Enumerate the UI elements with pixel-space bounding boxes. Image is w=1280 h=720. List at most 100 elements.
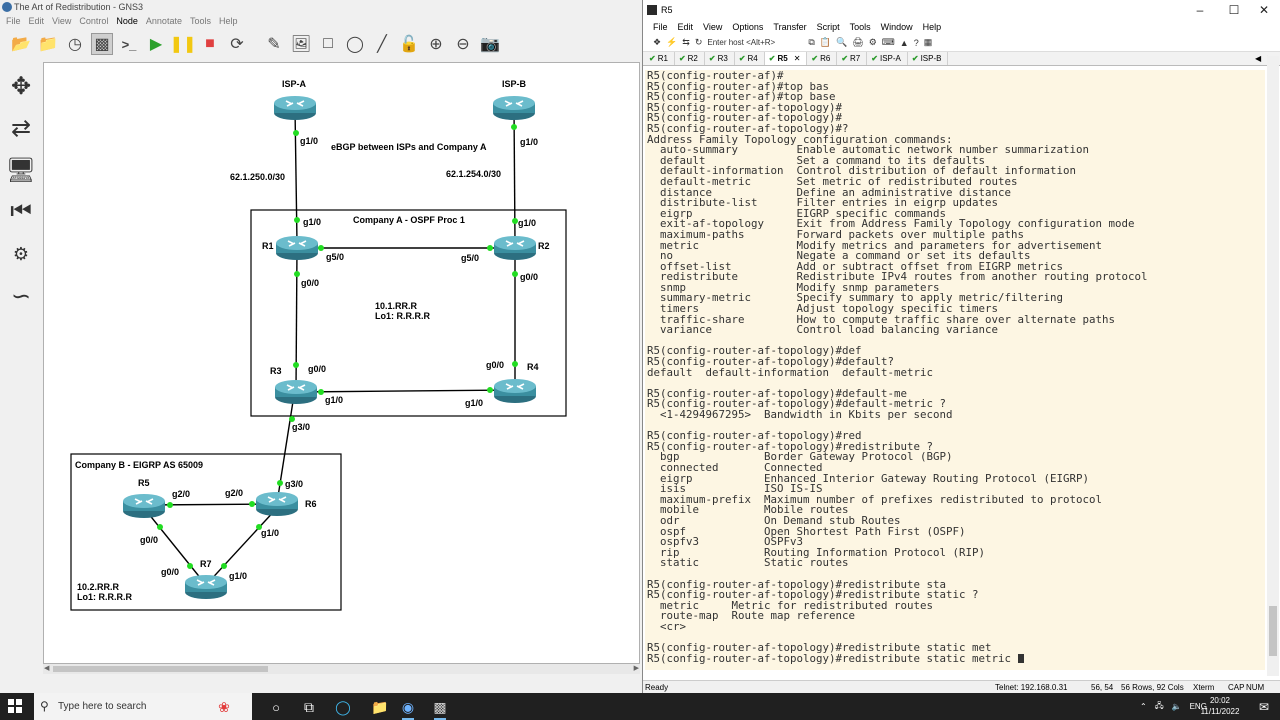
keymap-icon[interactable]: ⌨	[881, 37, 895, 47]
show-interfaces-icon[interactable]: ▩	[91, 33, 113, 55]
lock-icon[interactable]: 🔓	[399, 36, 419, 53]
canvas-scroll-thumb[interactable]	[53, 666, 268, 672]
link-r3-r4[interactable]	[295, 389, 516, 393]
sftp-icon[interactable]: ▲	[899, 37, 909, 48]
gns3-menu-help[interactable]: Help	[218, 16, 238, 26]
edge-browser-icon[interactable]: ◯	[335, 698, 351, 715]
browse-end-devices-icon[interactable]: 🖥	[5, 156, 37, 184]
open-project-icon[interactable]: 📂	[11, 36, 31, 53]
terminal-screen[interactable]: R5(config-router-af)#R5(config-router-af…	[645, 70, 1265, 670]
add-note-icon[interactable]: ✎	[267, 36, 281, 53]
terminal-vertical-scrollbar[interactable]	[1267, 56, 1279, 676]
router-r6-icon[interactable]	[255, 491, 299, 517]
tab-r5[interactable]: ✔R5✕	[764, 52, 808, 65]
note-company-a-addressing[interactable]: 10.1.RR.R Lo1: R.R.R.R	[375, 301, 430, 321]
quick-connect-icon[interactable]: ⚡	[666, 37, 678, 47]
gns3-menu-annotate[interactable]: Annotate	[145, 16, 182, 26]
note-ebgp[interactable]: eBGP between ISPs and Company A	[331, 142, 487, 152]
link-r5-r7[interactable]	[143, 507, 207, 586]
reload-all-icon[interactable]: ⟳	[230, 36, 244, 53]
volume-icon[interactable]: 🔈	[1171, 702, 1182, 711]
network-icon[interactable]: 🖧	[1154, 700, 1164, 710]
tab-r1[interactable]: ✔R1	[645, 52, 675, 65]
scroll-right-icon[interactable]: ▶	[633, 665, 639, 672]
print-icon[interactable]: 🖨	[852, 37, 864, 47]
tab-r3[interactable]: ✔R3	[705, 52, 735, 65]
gns3-taskbar-icon[interactable]: ◉	[398, 697, 418, 720]
taskbar-clock[interactable]: 20:02 11/11/2022	[1193, 695, 1247, 717]
suspend-all-icon[interactable]: ❚❚	[169, 36, 197, 53]
console-icon[interactable]: >_	[121, 36, 137, 52]
term-menu-view[interactable]: View	[703, 22, 723, 32]
tab-isp-b[interactable]: ✔ISP-B	[908, 52, 949, 65]
windows-start-icon[interactable]	[8, 699, 22, 713]
search-highlight-icon[interactable]: ❀	[218, 698, 230, 715]
scroll-left-icon[interactable]: ◀	[44, 665, 50, 672]
browse-switches-icon[interactable]: ⇄	[10, 114, 32, 142]
gns3-menu-tools[interactable]: Tools	[189, 16, 211, 26]
folder-icon[interactable]: 📁	[38, 36, 58, 53]
gns3-menu-control[interactable]: Control	[79, 16, 109, 26]
find-icon[interactable]: 🔍	[836, 37, 848, 47]
browse-all-devices-icon[interactable]: ⚙	[12, 243, 30, 264]
tab-r4[interactable]: ✔R4	[735, 52, 765, 65]
zoom-in-icon[interactable]: ⊕	[429, 36, 443, 53]
router-r1-icon[interactable]	[275, 235, 319, 261]
term-menu-options[interactable]: Options	[732, 22, 764, 32]
stop-all-icon[interactable]: ■	[205, 35, 215, 52]
router-r2-icon[interactable]	[493, 235, 537, 261]
file-explorer-icon[interactable]: 📁	[371, 698, 389, 715]
settings-gear-icon[interactable]: ⚙	[868, 37, 877, 47]
term-menu-help[interactable]: Help	[922, 22, 942, 32]
browse-routers-icon[interactable]: ✥	[10, 72, 32, 100]
tab-r2[interactable]: ✔R2	[675, 52, 705, 65]
router-r3-icon[interactable]	[274, 379, 318, 405]
note-net-isp-a[interactable]: 62.1.250.0/30	[230, 172, 286, 182]
draw-ellipse-icon[interactable]: ◯	[346, 36, 364, 53]
note-company-b-addressing[interactable]: 10.2.RR.R Lo1: R.R.R.R	[77, 582, 132, 602]
snapshot-clock-icon[interactable]: ◷	[68, 36, 82, 53]
browse-security-icon[interactable]: ⏮	[10, 198, 32, 225]
note-company-b[interactable]: Company B - EIGRP AS 65009	[75, 460, 204, 470]
canvas-horizontal-scrollbar[interactable]: ◀ ▶	[43, 664, 640, 674]
draw-rectangle-icon[interactable]: □	[323, 35, 333, 52]
router-isp-a-icon[interactable]	[273, 95, 317, 121]
minimize-icon[interactable]: –	[1196, 3, 1204, 17]
gns3-menu-file[interactable]: File	[6, 16, 21, 26]
term-menu-window[interactable]: Window	[880, 22, 913, 32]
term-menu-file[interactable]: File	[653, 22, 668, 32]
topology-canvas[interactable]: ISP-A ISP-B R1 R2 R3 R4 R5 R6 R7 g1/0 g1…	[43, 62, 640, 664]
securecrt-taskbar-icon[interactable]: ▩	[430, 697, 450, 720]
language-indicator[interactable]: ENG	[1189, 702, 1207, 711]
tab-scroll-left-icon[interactable]: ◀	[1255, 54, 1262, 63]
add-link-icon[interactable]: ∽	[10, 282, 32, 310]
link-r1-r3[interactable]	[295, 247, 298, 391]
tab-r6[interactable]: ✔R6	[807, 52, 838, 65]
close-icon[interactable]: ✕	[1258, 3, 1270, 17]
tray-overflow-icon[interactable]: ⌃	[1140, 702, 1147, 711]
paste-icon[interactable]: 📋	[819, 37, 832, 47]
router-r4-icon[interactable]	[493, 378, 537, 404]
disconnect-icon[interactable]: ↻	[694, 37, 703, 47]
gns3-menu-node[interactable]: Node	[116, 16, 138, 26]
tab-r7[interactable]: ✔R7	[837, 52, 868, 65]
tab-close-icon[interactable]: ✕	[793, 54, 801, 63]
gns3-menu-edit[interactable]: Edit	[28, 16, 45, 26]
insert-image-icon[interactable]: 🖼	[290, 36, 312, 53]
terminal-scroll-thumb[interactable]	[1269, 606, 1277, 656]
term-menu-tools[interactable]: Tools	[849, 22, 871, 32]
help-icon[interactable]: ?	[913, 37, 919, 48]
tab-isp-a[interactable]: ✔ISP-A	[867, 52, 908, 65]
cortana-icon[interactable]: ○	[272, 699, 280, 715]
term-menu-edit[interactable]: Edit	[677, 22, 694, 32]
maximize-icon[interactable]: ☐	[1228, 3, 1240, 17]
notifications-icon[interactable]: ✉	[1258, 700, 1270, 714]
router-r7-icon[interactable]	[184, 574, 228, 600]
gns3-menu-view[interactable]: View	[52, 16, 72, 26]
script-icon[interactable]: ▦	[923, 37, 933, 47]
note-net-isp-b[interactable]: 62.1.254.0/30	[446, 169, 502, 179]
enter-host-field[interactable]: Enter host <Alt+R>	[707, 38, 776, 47]
task-view-icon[interactable]: ⧉	[304, 698, 314, 715]
term-menu-transfer[interactable]: Transfer	[773, 22, 807, 32]
term-menu-script[interactable]: Script	[816, 22, 840, 32]
